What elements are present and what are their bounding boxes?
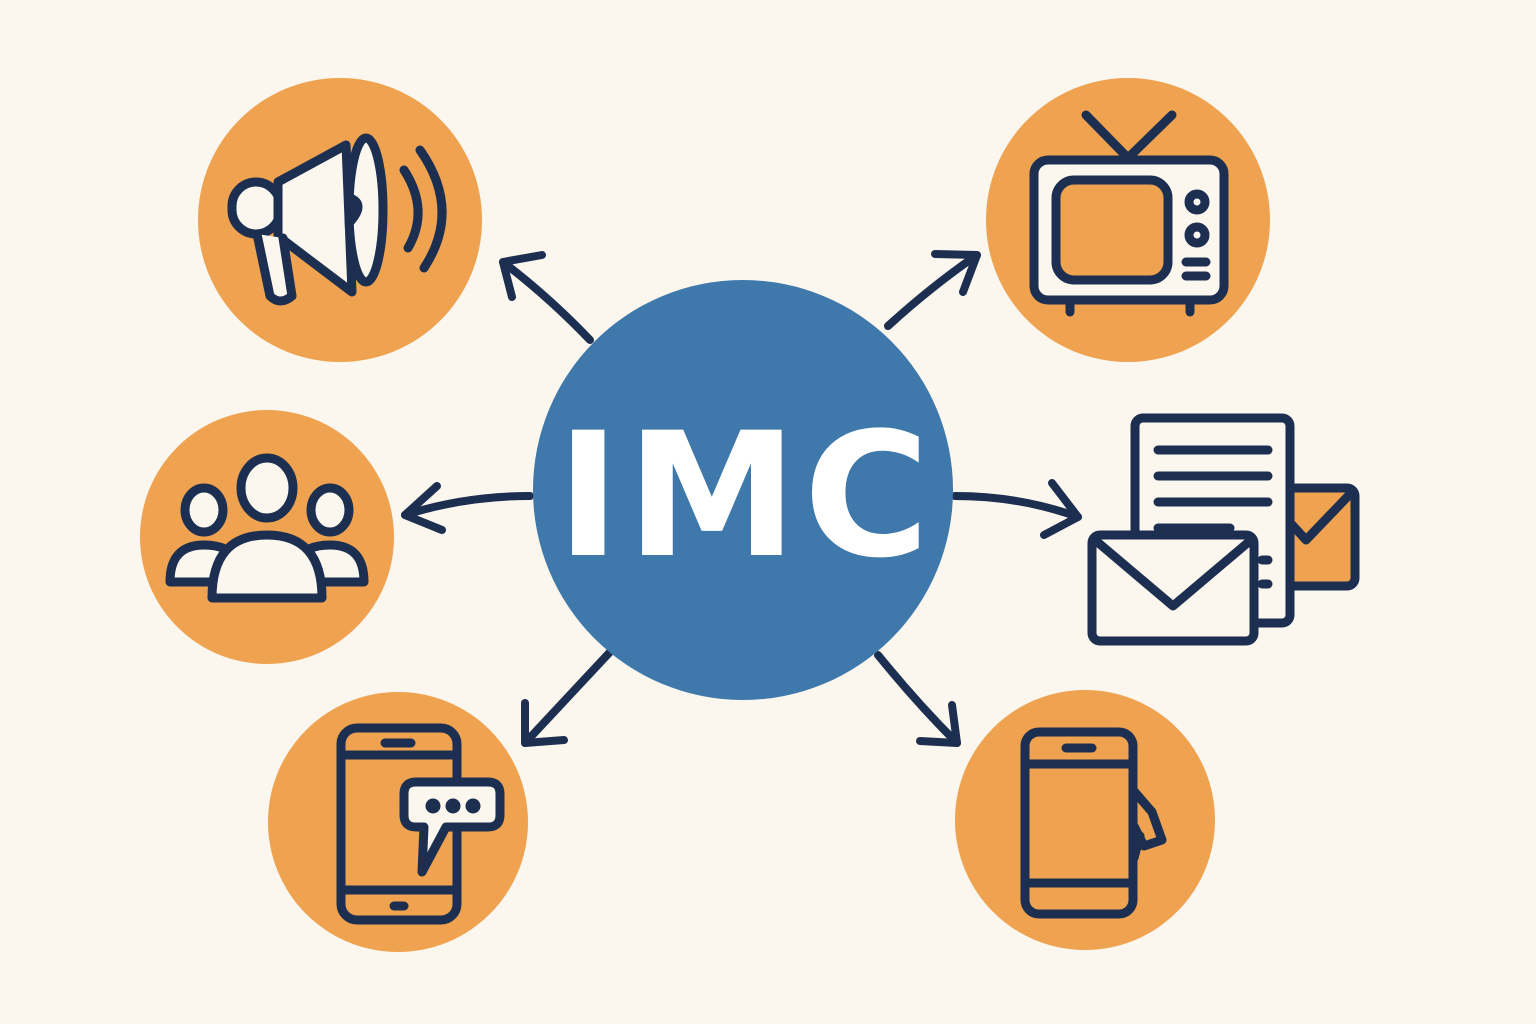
center-node: IMC xyxy=(533,280,953,700)
node-circle xyxy=(955,690,1215,950)
smartphone-chat-icon xyxy=(336,723,505,925)
smartphone-touch-icon xyxy=(1020,727,1167,919)
people-group-icon xyxy=(165,453,369,603)
megaphone-icon xyxy=(227,133,447,306)
node-broadcast xyxy=(986,78,1270,362)
node-mobile-messaging xyxy=(268,692,528,952)
arrow-to-advertising xyxy=(499,251,594,344)
arrow-to-direct-mail xyxy=(951,479,1082,539)
arrow-to-community xyxy=(401,482,534,534)
node-mobile-touch xyxy=(955,690,1215,950)
node-community xyxy=(140,410,394,664)
arrow-to-mobile-touch xyxy=(874,651,961,747)
node-direct-mail xyxy=(1087,413,1360,646)
arrow-to-mobile-messaging xyxy=(521,648,614,747)
node-advertising xyxy=(198,78,482,362)
arrow-to-broadcast xyxy=(884,250,981,330)
mail-letter-icon xyxy=(1087,413,1360,646)
center-circle xyxy=(533,280,953,700)
center-label: IMC xyxy=(556,395,935,596)
connector-arrows xyxy=(401,250,1082,747)
node-circle xyxy=(268,692,528,952)
television-icon xyxy=(1029,110,1229,317)
